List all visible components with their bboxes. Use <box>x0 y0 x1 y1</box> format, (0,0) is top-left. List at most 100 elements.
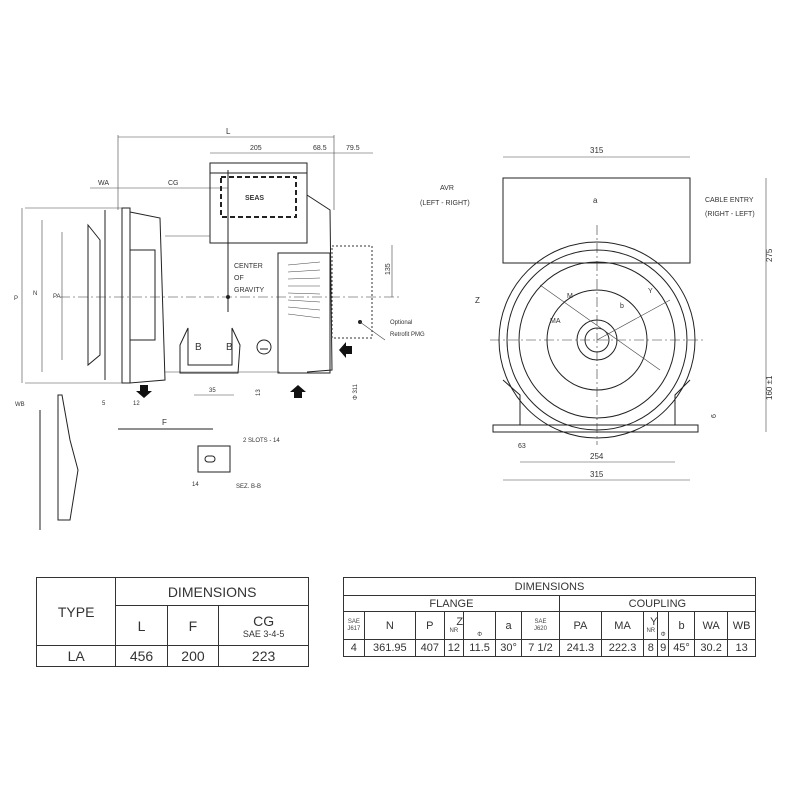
section-marker-b1: B <box>195 342 202 353</box>
dim-79-5: 79.5 <box>346 145 360 152</box>
cell-F: 200 <box>166 645 220 667</box>
sae-label: SAE <box>534 618 547 625</box>
j620-label: J620 <box>533 625 547 632</box>
coupling-header: COUPLING <box>558 595 757 612</box>
dim-63: 63 <box>518 443 526 450</box>
dim-13: 13 <box>256 389 262 396</box>
cog-label-1: CENTER <box>234 263 263 270</box>
side-view: L 205 68.5 79.5 WA CG SEAS <box>14 127 425 530</box>
ground-icon <box>256 339 272 355</box>
col-PA: PA <box>558 611 602 640</box>
dim-F: F <box>162 418 167 427</box>
cell-CG: 223 <box>218 645 309 667</box>
col-P: P <box>414 611 445 640</box>
col-Y: Y <box>650 616 658 628</box>
dim-205: 205 <box>250 145 262 152</box>
dim-WA: WA <box>98 180 109 187</box>
dim-PA: PA <box>53 294 61 300</box>
col-F: F <box>166 605 220 646</box>
dim-CG: CG <box>168 180 179 187</box>
cell: 222.3 <box>600 639 645 657</box>
col-CG-label: CG <box>253 612 275 629</box>
dim-311: Φ 311 <box>353 383 359 400</box>
z-nr-label: NR <box>449 628 459 634</box>
lift-arrow-up-icon <box>290 385 306 398</box>
dim-35: 35 <box>209 388 216 394</box>
label-MA: MA <box>550 318 561 325</box>
dim-135: 135 <box>385 263 392 275</box>
cog-label-2: OF <box>234 275 244 282</box>
cell: 4 <box>343 639 365 657</box>
cell: 7 1/2 <box>521 639 560 657</box>
label-Y: Y <box>648 288 653 295</box>
svg-text:SEAS: SEAS <box>245 195 264 202</box>
avr-label-2: (LEFT - RIGHT) <box>420 200 470 207</box>
dim-5: 5 <box>102 401 106 407</box>
pmg-label-1: Optional <box>390 320 412 326</box>
col-a: a <box>495 611 523 640</box>
cell: 45° <box>667 639 696 657</box>
slots-label: 2 SLOTS - 14 <box>243 438 280 444</box>
label-b: b <box>620 303 624 310</box>
cell: 13 <box>727 639 756 657</box>
dim-L: L <box>226 127 231 136</box>
col-Z-phi: Φ <box>463 611 497 640</box>
lift-arrow-down-icon <box>136 385 152 398</box>
dim-68-5: 68.5 <box>313 145 327 152</box>
type-header: TYPE <box>35 577 117 646</box>
cog-label-3: GRAVITY <box>234 287 265 294</box>
dim-14: 14 <box>192 482 199 488</box>
coupling-table-title: DIMENSIONS <box>343 577 756 596</box>
y-nr-label: NR <box>646 628 656 634</box>
cell: 407 <box>414 639 445 657</box>
cell-type: LA <box>35 645 117 667</box>
table-row: 4 361.95 407 12 11.5 30° 7 1/2 241.3 222… <box>343 639 756 657</box>
cable-entry-label-2: (RIGHT - LEFT) <box>705 211 755 218</box>
flange-header: FLANGE <box>343 595 560 612</box>
dim-315-bottom: 315 <box>590 470 604 479</box>
section-label: SEZ. B-B <box>236 484 261 490</box>
dim-254: 254 <box>590 452 604 461</box>
cell: 30° <box>495 639 523 657</box>
dim-160: 160 ±1 <box>765 375 774 400</box>
cell-L: 456 <box>115 645 168 667</box>
col-Y-phi: Φ <box>657 611 669 640</box>
pmg-label-2: Retrofit PMG <box>390 332 425 338</box>
dim-6: 6 <box>711 414 718 418</box>
col-b: b <box>667 611 696 640</box>
technical-drawing: L 205 68.5 79.5 WA CG SEAS <box>14 127 774 530</box>
col-WA: WA <box>694 611 729 640</box>
dim-275: 275 <box>765 248 774 262</box>
label-Z: Z <box>475 296 480 305</box>
cell: 361.95 <box>363 639 416 657</box>
col-CG-sub: SAE 3-4-5 <box>242 628 285 639</box>
dim-N: N <box>33 291 37 297</box>
j617-label: J617 <box>347 625 361 632</box>
dim-12: 12 <box>133 401 140 407</box>
avr-label-1: AVR <box>440 185 454 192</box>
cell: 12 <box>443 639 465 657</box>
cell: 9 <box>657 639 669 657</box>
table-row: LA 456 200 223 <box>35 645 309 667</box>
label-a: a <box>593 196 598 205</box>
col-N: N <box>363 611 416 640</box>
section-marker-b2: B <box>226 342 233 353</box>
label-M: M <box>567 293 573 300</box>
cell: 8 <box>643 639 659 657</box>
col-WB: WB <box>727 611 756 640</box>
dim-P: P <box>14 296 18 302</box>
front-view: 315 AVR (LEFT - RIGHT) CABLE ENTRY (RIGH… <box>420 146 774 481</box>
dim-WB: WB <box>15 402 25 408</box>
air-arrow-icon <box>339 342 352 358</box>
col-L: L <box>115 605 168 646</box>
dimensions-header: DIMENSIONS <box>115 577 309 606</box>
sae-label: SAE <box>347 618 360 625</box>
cell: 30.2 <box>694 639 729 657</box>
